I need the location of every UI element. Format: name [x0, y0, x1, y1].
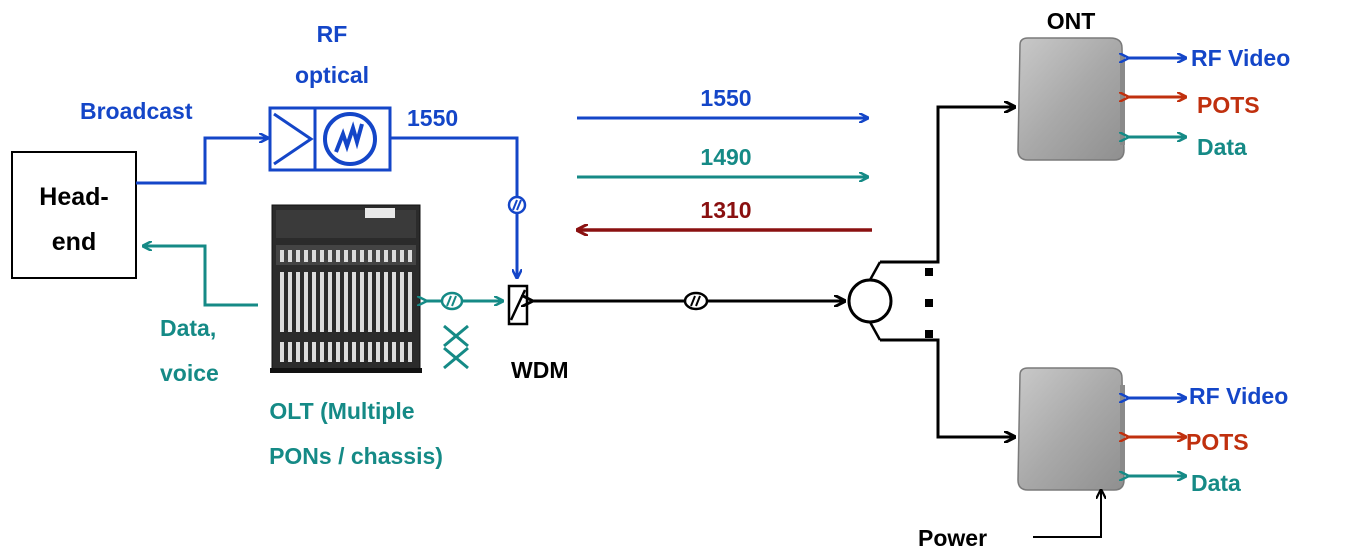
- rf-optical-line1: RF: [317, 21, 348, 47]
- drop-fibers: [880, 107, 1014, 437]
- feeder-fiber: [531, 291, 844, 311]
- wdm-label: WDM: [511, 357, 568, 383]
- headend-box: Head- end: [11, 151, 137, 279]
- ont-bottom-rf-video: RF Video: [1189, 383, 1288, 409]
- power-label: Power: [918, 525, 987, 551]
- ont-device-icon: [1017, 367, 1125, 491]
- wavelength-1310-label: 1310: [700, 197, 751, 223]
- olt-label-line1: OLT (Multiple: [269, 398, 414, 424]
- ont-bottom-pots: POTS: [1186, 429, 1249, 455]
- ont-device-icon: [1017, 37, 1125, 161]
- splitter-icon: [847, 261, 933, 341]
- power-feed: Power: [918, 490, 1101, 551]
- ont-top-rf-video: RF Video: [1191, 45, 1290, 71]
- headend-label-line2: end: [52, 228, 96, 256]
- headend-label-line1: Head-: [39, 183, 108, 211]
- optical-transmitter-icon: RF optical: [268, 21, 392, 172]
- ont-top-data: Data: [1197, 134, 1247, 160]
- ont-title: ONT: [1047, 8, 1096, 34]
- fiber-marker-icon: [507, 195, 527, 215]
- data-voice-path: Data, voice: [143, 246, 258, 386]
- data-voice-line2: voice: [160, 360, 219, 386]
- ont-top: ONT RF Video POTS Data: [1017, 8, 1290, 161]
- ont-top-pots: POTS: [1197, 92, 1260, 118]
- broadcast-path: Broadcast 1550: [80, 98, 527, 278]
- ont-bottom: RF Video POTS Data: [1017, 367, 1288, 496]
- expansion-arrows-icon: [443, 324, 469, 370]
- olt-label-line2: PONs / chassis): [269, 443, 443, 469]
- rf-optical-line2: optical: [295, 62, 369, 88]
- wdm-coupler: WDM: [507, 284, 568, 383]
- olt-chassis-icon: OLT (Multiple PONs / chassis): [269, 204, 443, 469]
- broadcast-label: Broadcast: [80, 98, 193, 124]
- wavelength-1490-label: 1490: [700, 144, 751, 170]
- wavelength-legend: 1550 1490 1310: [577, 85, 872, 230]
- data-voice-line1: Data,: [160, 315, 216, 341]
- fiber-marker-icon: [440, 291, 464, 311]
- ont-bottom-data: Data: [1191, 470, 1241, 496]
- wavelength-1550-label: 1550: [700, 85, 751, 111]
- olt-wdm-link: [426, 291, 503, 370]
- fiber-marker-icon: [683, 291, 709, 311]
- rf-1550-label: 1550: [407, 105, 458, 131]
